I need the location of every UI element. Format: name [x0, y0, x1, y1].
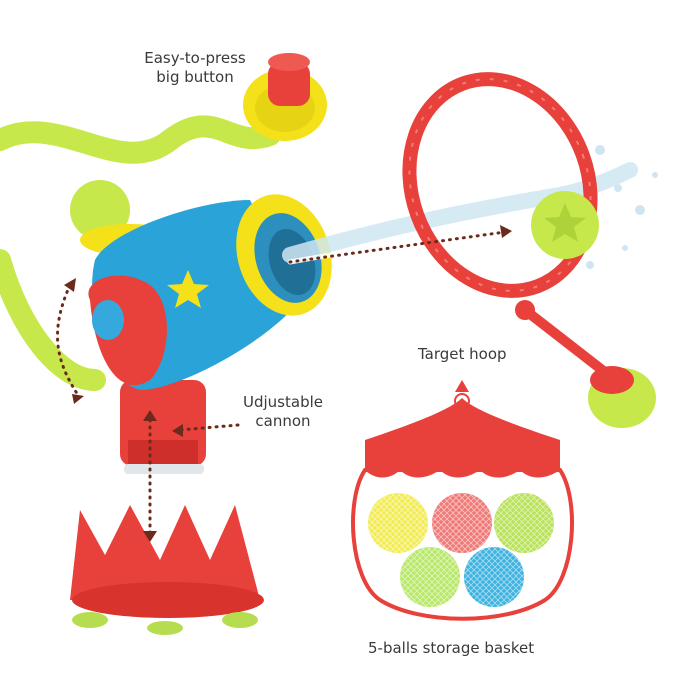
callout-hoop: Target hoop [418, 345, 507, 364]
basket-ball [494, 493, 554, 553]
press-button [243, 53, 327, 141]
water-stream [282, 145, 658, 269]
cannon-stem [120, 380, 206, 474]
arrow-heads [64, 225, 512, 542]
basket-ball [432, 493, 492, 553]
rotation-arrow [56, 283, 80, 397]
callout-hoop-text: Target hoop [418, 345, 507, 363]
target-hoop [402, 72, 656, 428]
stream-arrow [288, 230, 507, 264]
storage-basket [351, 380, 574, 621]
callout-cannon: Udjustable cannon [238, 393, 328, 431]
dotted-arrows [56, 230, 507, 537]
lime-hose [0, 115, 281, 391]
basket-ball [464, 547, 524, 607]
basket-ball [368, 493, 428, 553]
callout-cannon-line1: Udjustable [243, 393, 323, 411]
callout-basket-text: 5-balls storage basket [368, 639, 535, 657]
callout-basket: 5-balls storage basket [368, 639, 534, 658]
callout-button-line2: big button [156, 68, 234, 86]
basket-ball [400, 547, 460, 607]
callout-button-line1: Easy-to-press [144, 49, 246, 67]
cannon-base [70, 505, 264, 635]
cannon-pointer [178, 423, 240, 432]
callout-button: Easy-to-press big button [136, 49, 254, 87]
callout-cannon-line2: cannon [255, 412, 311, 430]
basket-balls [368, 493, 554, 607]
